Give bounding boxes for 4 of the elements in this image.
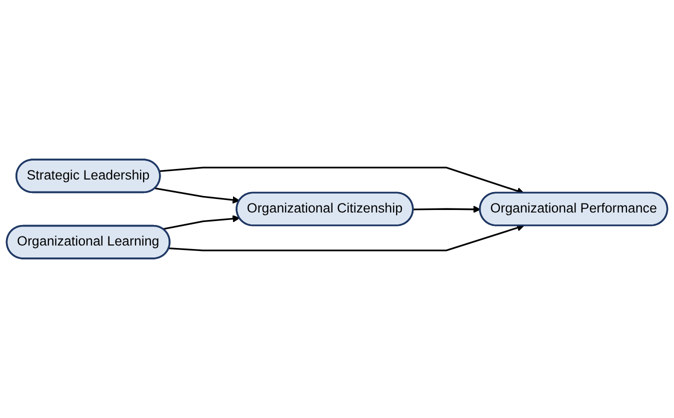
arrow — [154, 188, 240, 204]
arrow — [162, 215, 240, 230]
arrow — [168, 224, 524, 252]
arrow — [413, 206, 481, 214]
